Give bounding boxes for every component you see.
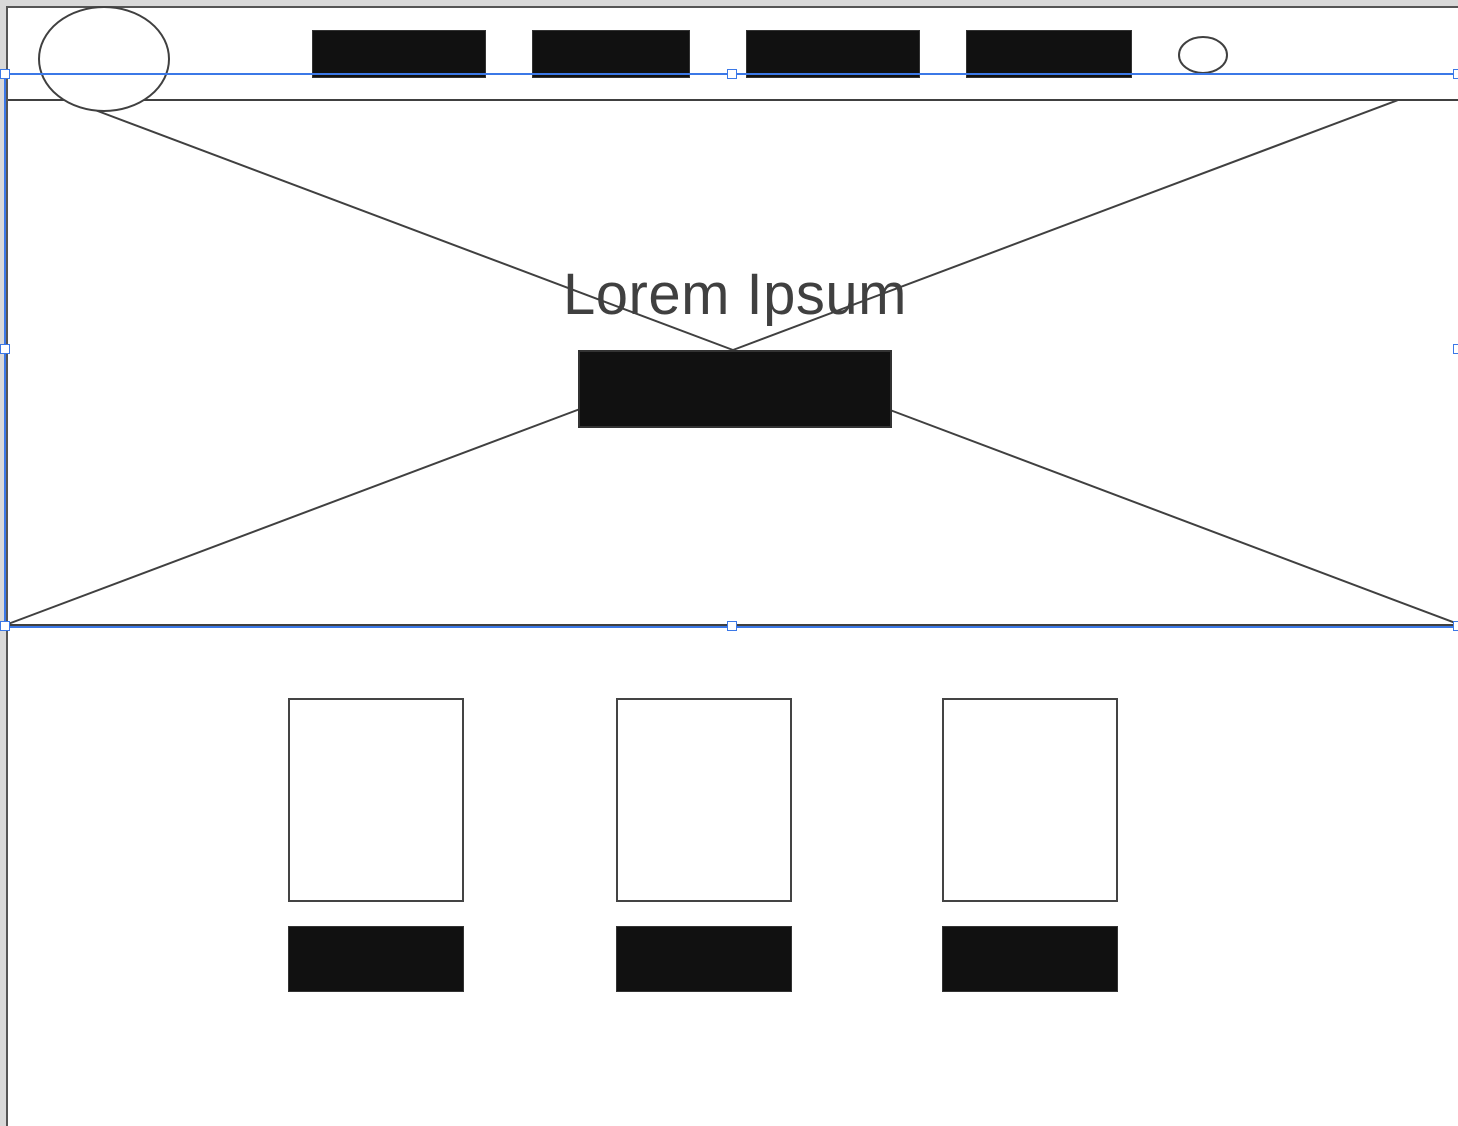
card-image-placeholder (942, 698, 1118, 902)
selection-handle[interactable] (0, 344, 10, 354)
user-circle-icon[interactable] (1176, 34, 1230, 76)
nav-item-3[interactable] (746, 30, 920, 78)
card-image-placeholder (288, 698, 464, 902)
selection-handle[interactable] (0, 69, 10, 79)
card-button-2[interactable] (616, 926, 792, 992)
selection-handle[interactable] (1453, 621, 1458, 631)
hero-placeholder-line (889, 409, 1458, 625)
card-button-3[interactable] (942, 926, 1118, 992)
selection-handle[interactable] (727, 69, 737, 79)
card-button-1[interactable] (288, 926, 464, 992)
selection-handle[interactable] (1453, 69, 1458, 79)
hero-placeholder-line (94, 109, 734, 351)
selection-handle[interactable] (727, 621, 737, 631)
nav-item-2[interactable] (532, 30, 690, 78)
nav-item-1[interactable] (312, 30, 486, 78)
card-image-placeholder (616, 698, 792, 902)
logo-circle-icon[interactable] (36, 5, 172, 113)
hero-cta-button[interactable] (578, 350, 892, 428)
selection-handle[interactable] (1453, 344, 1458, 354)
hero-title: Lorem Ipsum (563, 262, 907, 327)
selection-handle[interactable] (0, 621, 10, 631)
hero-placeholder-line (7, 408, 581, 625)
nav-item-4[interactable] (966, 30, 1132, 78)
hero-placeholder-line (732, 99, 1399, 351)
